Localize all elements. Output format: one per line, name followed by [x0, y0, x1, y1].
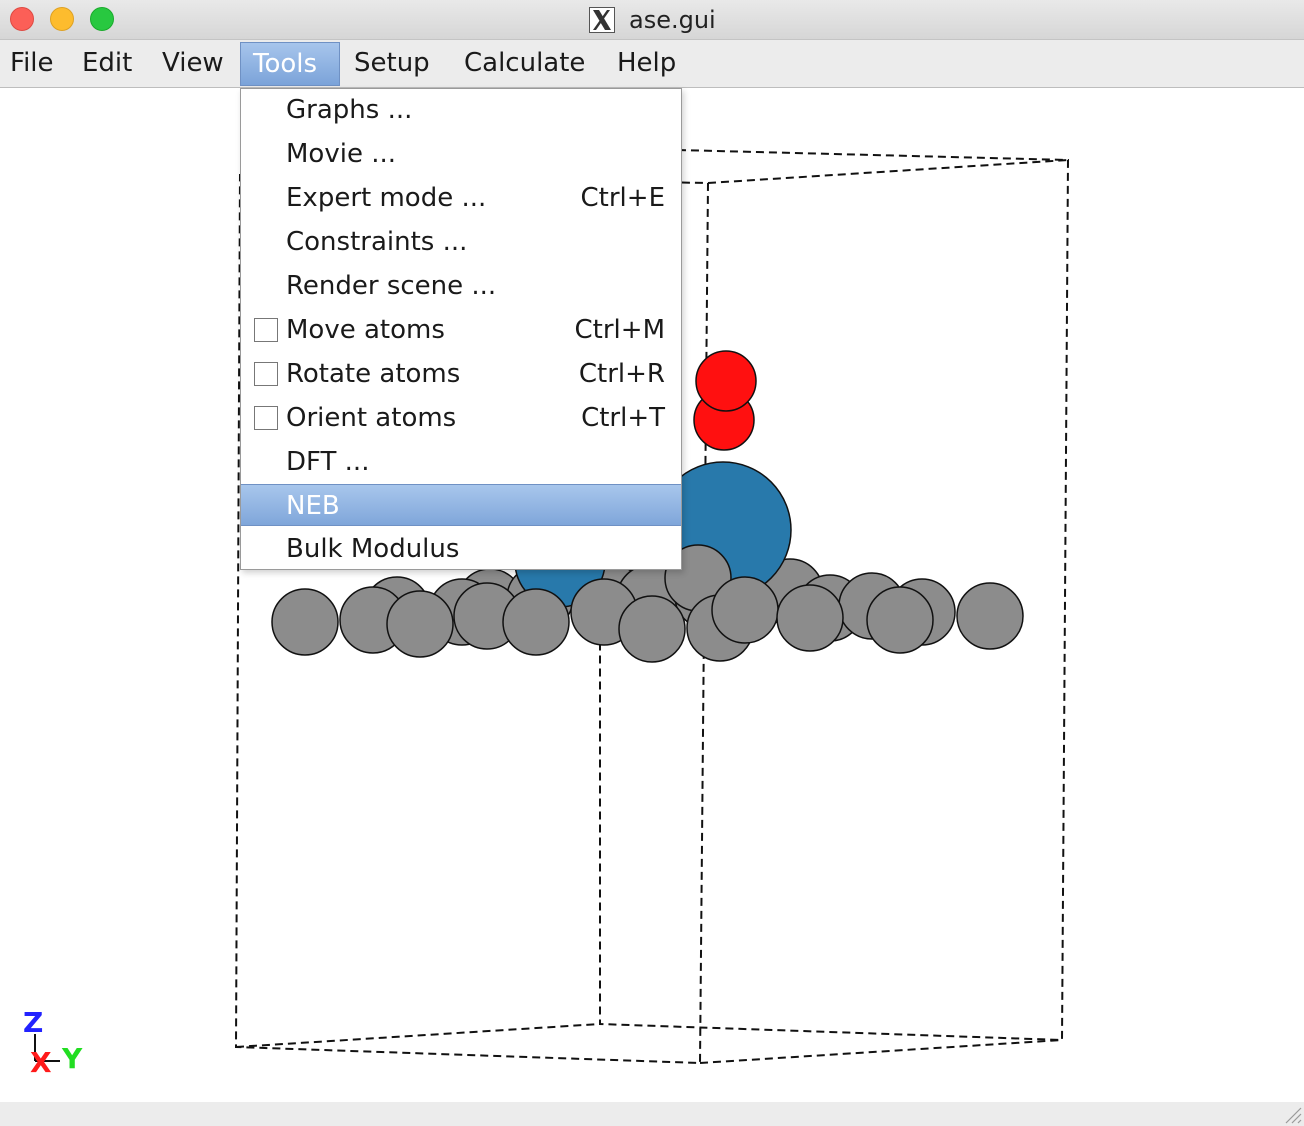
- menu-item-move-atoms[interactable]: Move atoms Ctrl+M: [241, 309, 681, 351]
- close-window-button[interactable]: [10, 7, 34, 31]
- menu-item-bulk-modulus[interactable]: Bulk Modulus: [241, 528, 681, 570]
- substrate-atom[interactable]: [711, 576, 779, 644]
- menu-item-label: NEB: [286, 491, 340, 521]
- menu-calculate[interactable]: Calculate: [464, 48, 586, 78]
- menu-item-label: Movie ...: [286, 139, 397, 169]
- menu-item-label: Move atoms: [286, 315, 445, 345]
- substrate-atom[interactable]: [386, 590, 454, 658]
- menu-item-render-scene[interactable]: Render scene ...: [241, 265, 681, 307]
- orient-atoms-checkbox[interactable]: [254, 406, 278, 430]
- status-bar: [0, 1102, 1304, 1126]
- menu-item-orient-atoms[interactable]: Orient atoms Ctrl+T: [241, 397, 681, 439]
- menu-item-dft[interactable]: DFT ...: [241, 441, 681, 483]
- substrate-front-layer: [271, 576, 1024, 663]
- window-title: ase.gui: [629, 6, 716, 34]
- menu-item-label: Expert mode ...: [286, 183, 487, 213]
- menu-help[interactable]: Help: [617, 48, 677, 78]
- menu-item-label: Rotate atoms: [286, 359, 461, 389]
- menu-item-label: DFT ...: [286, 447, 370, 477]
- menu-item-shortcut: Ctrl+T: [581, 403, 665, 433]
- menu-item-label: Graphs ...: [286, 95, 413, 125]
- menu-setup[interactable]: Setup: [354, 48, 430, 78]
- substrate-atom[interactable]: [502, 588, 570, 656]
- axis-x-label: X: [30, 1046, 52, 1079]
- menu-item-graphs[interactable]: Graphs ...: [241, 89, 681, 131]
- minimize-window-button[interactable]: [50, 7, 74, 31]
- menu-item-constraints[interactable]: Constraints ...: [241, 221, 681, 263]
- menu-item-label: Render scene ...: [286, 271, 497, 301]
- axis-indicator: Z X Y: [20, 1006, 90, 1079]
- menu-item-movie[interactable]: Movie ...: [241, 133, 681, 175]
- substrate-atom[interactable]: [271, 588, 339, 656]
- title-bar: ase.gui: [0, 0, 1304, 40]
- tools-menu-dropdown: Graphs ... Movie ... Expert mode ... Ctr…: [240, 88, 682, 570]
- oxygen-atom: [695, 350, 757, 412]
- menu-edit[interactable]: Edit: [82, 48, 133, 78]
- menu-tools[interactable]: Tools: [240, 42, 340, 86]
- resize-grip-icon[interactable]: [1282, 1104, 1302, 1124]
- x11-app-icon: [589, 7, 615, 33]
- menu-item-neb[interactable]: NEB: [241, 484, 681, 526]
- move-atoms-checkbox[interactable]: [254, 318, 278, 342]
- menu-item-label: Bulk Modulus: [286, 534, 460, 564]
- menu-view[interactable]: View: [162, 48, 224, 78]
- menu-bar: File Edit View Tools Setup Calculate Hel…: [0, 40, 1304, 88]
- substrate-atom[interactable]: [866, 586, 934, 654]
- axis-z-label: Z: [23, 1006, 44, 1039]
- menu-item-shortcut: Ctrl+R: [578, 359, 665, 389]
- substrate-atom[interactable]: [618, 595, 686, 663]
- menu-file[interactable]: File: [10, 48, 54, 78]
- menu-item-label: Orient atoms: [286, 403, 457, 433]
- substrate-atom[interactable]: [776, 584, 844, 652]
- axis-y-label: Y: [62, 1042, 83, 1075]
- menu-item-expert-mode[interactable]: Expert mode ... Ctrl+E: [241, 177, 681, 219]
- menu-item-label: Constraints ...: [286, 227, 468, 257]
- menu-item-shortcut: Ctrl+M: [574, 315, 665, 345]
- substrate-atom[interactable]: [956, 582, 1024, 650]
- rotate-atoms-checkbox[interactable]: [254, 362, 278, 386]
- maximize-window-button[interactable]: [90, 7, 114, 31]
- menu-item-rotate-atoms[interactable]: Rotate atoms Ctrl+R: [241, 353, 681, 395]
- menu-item-shortcut: Ctrl+E: [580, 183, 665, 213]
